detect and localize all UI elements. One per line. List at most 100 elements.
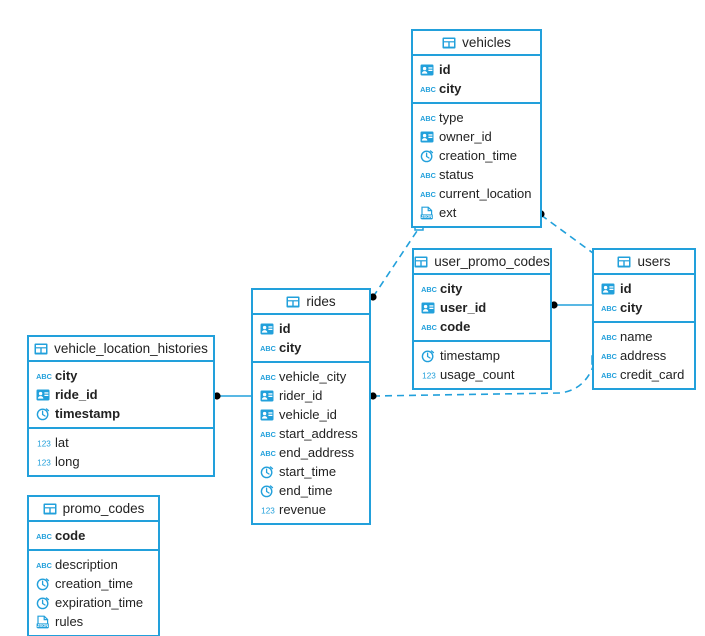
abc-icon: ABC bbox=[601, 330, 617, 344]
field-label: usage_count bbox=[440, 367, 515, 382]
table-header-promo_codes[interactable]: promo_codes bbox=[29, 497, 158, 522]
field-label: revenue bbox=[279, 502, 326, 517]
id-badge-icon bbox=[420, 63, 434, 77]
id-badge-icon bbox=[260, 408, 274, 422]
field-label: status bbox=[439, 167, 474, 182]
id-badge-icon bbox=[421, 301, 435, 315]
clock-icon bbox=[421, 349, 435, 363]
primary-key-row-id[interactable]: id bbox=[594, 279, 694, 298]
column-row-end_time[interactable]: end_time bbox=[253, 481, 369, 500]
table-header-users[interactable]: users bbox=[594, 250, 694, 275]
id-badge-icon bbox=[601, 282, 615, 296]
table-header-vehicle_location_histories[interactable]: vehicle_location_histories bbox=[29, 337, 213, 362]
field-label: type bbox=[439, 110, 464, 125]
svg-text:ABC: ABC bbox=[601, 371, 617, 380]
field-label: current_location bbox=[439, 186, 532, 201]
table-grid-icon bbox=[442, 36, 456, 50]
abc-icon: ABC bbox=[420, 187, 436, 201]
column-row-ext[interactable]: JSON ext bbox=[413, 203, 540, 222]
svg-text:JSON: JSON bbox=[37, 623, 48, 628]
primary-key-row-ride_id[interactable]: ride_id bbox=[29, 385, 213, 404]
relationship-upc-users[interactable] bbox=[550, 301, 592, 309]
json-file-icon: JSON bbox=[420, 206, 434, 220]
123-icon: 123 bbox=[421, 368, 436, 382]
field-label: code bbox=[55, 528, 86, 543]
table-header-user_promo_codes[interactable]: user_promo_codes bbox=[414, 250, 550, 275]
column-row-usage_count[interactable]: 123 usage_count bbox=[414, 365, 550, 384]
primary-key-row-id[interactable]: id bbox=[413, 60, 540, 79]
field-label: timestamp bbox=[55, 406, 121, 421]
table-title: rides bbox=[306, 293, 336, 309]
svg-text:ABC: ABC bbox=[260, 449, 276, 458]
column-row-revenue[interactable]: 123 revenue bbox=[253, 500, 369, 519]
clock-icon bbox=[260, 484, 274, 498]
id-badge-icon bbox=[260, 389, 274, 403]
column-row-owner_id[interactable]: owner_id bbox=[413, 127, 540, 146]
field-label: name bbox=[620, 329, 653, 344]
clock-icon bbox=[420, 149, 434, 163]
clock-icon bbox=[36, 407, 50, 421]
field-label: end_address bbox=[279, 445, 355, 460]
field-label: description bbox=[55, 557, 118, 572]
column-row-creation_time[interactable]: creation_time bbox=[413, 146, 540, 165]
table-header-rides[interactable]: rides bbox=[253, 290, 369, 315]
id-badge-icon bbox=[36, 388, 50, 402]
svg-text:ABC: ABC bbox=[420, 190, 436, 199]
field-label: ext bbox=[439, 205, 457, 220]
column-row-creation_time[interactable]: creation_time bbox=[29, 574, 158, 593]
column-row-expiration_time[interactable]: expiration_time bbox=[29, 593, 158, 612]
field-label: expiration_time bbox=[55, 595, 144, 610]
field-label: id bbox=[279, 321, 291, 336]
table-title: users bbox=[637, 253, 671, 269]
table-title: promo_codes bbox=[62, 500, 145, 516]
abc-icon: ABC bbox=[421, 282, 437, 296]
svg-text:123: 123 bbox=[261, 506, 275, 515]
id-badge-icon bbox=[420, 130, 434, 144]
svg-text:ABC: ABC bbox=[420, 171, 436, 180]
primary-key-row-user_id[interactable]: user_id bbox=[414, 298, 550, 317]
primary-key-row-timestamp[interactable]: timestamp bbox=[29, 404, 213, 423]
svg-text:ABC: ABC bbox=[601, 333, 617, 342]
clock-icon bbox=[36, 596, 50, 610]
abc-icon: ABC bbox=[420, 168, 436, 182]
table-title: vehicle_location_histories bbox=[54, 340, 208, 356]
column-row-start_time[interactable]: start_time bbox=[253, 462, 369, 481]
primary-key-row-id[interactable]: id bbox=[253, 319, 369, 338]
field-label: city bbox=[55, 368, 78, 383]
column-row-timestamp[interactable]: timestamp bbox=[414, 346, 550, 365]
relationship-vlh-rides[interactable] bbox=[213, 392, 251, 400]
svg-text:ABC: ABC bbox=[421, 323, 437, 332]
table-header-vehicles[interactable]: vehicles bbox=[413, 31, 540, 56]
clock-icon bbox=[36, 577, 50, 591]
column-row-rider_id[interactable]: rider_id bbox=[253, 386, 369, 405]
column-row-vehicle_id[interactable]: vehicle_id bbox=[253, 405, 369, 424]
